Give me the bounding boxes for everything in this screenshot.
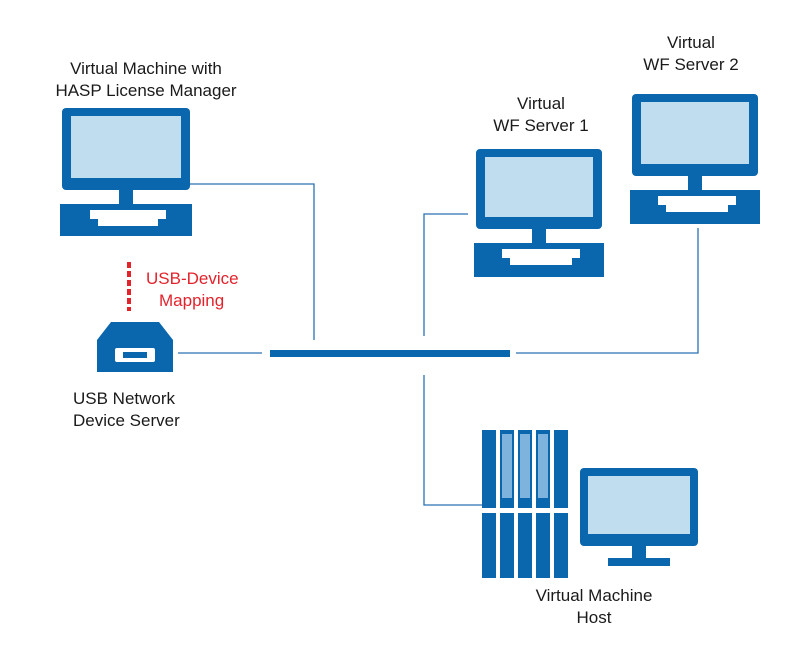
desktop-computer-icon <box>474 149 604 277</box>
usb-server-label-line2: Device Server <box>73 411 180 430</box>
link-host <box>423 375 482 506</box>
link-wf1 <box>423 213 468 336</box>
vm-license-label-line1: Virtual Machine with <box>70 59 222 78</box>
wf2-label: Virtual WF Server 2 <box>643 32 738 76</box>
wf2-label-line2: WF Server 2 <box>643 55 739 74</box>
desktop-computer-icon <box>630 94 760 224</box>
host-label-line2: Host <box>576 608 612 627</box>
connection-lines <box>178 183 699 506</box>
host-label-line1: Virtual Machine <box>535 586 653 605</box>
wf1-label-line2: WF Server 1 <box>493 116 589 135</box>
desktop-computer-icon <box>60 108 192 236</box>
usb-mapping-label-line1: USB-Device <box>146 269 239 288</box>
usb-server-label: USB Network Device Server <box>73 388 180 432</box>
vm-license-label-line2: HASP License Manager <box>55 81 237 100</box>
host-label: Virtual Machine Host <box>536 585 653 629</box>
wf1-label: Virtual WF Server 1 <box>493 93 588 137</box>
usb-server-label-line1: USB Network <box>73 389 176 408</box>
usb-mapping-label-line2: Mapping <box>159 291 225 310</box>
link-wf2 <box>516 228 699 354</box>
link-vm-license <box>190 183 315 340</box>
wf1-label-line1: Virtual <box>517 94 565 113</box>
wf2-label-line1: Virtual <box>667 33 715 52</box>
server-rack-with-monitor-icon <box>482 430 698 578</box>
network-bus <box>270 350 510 357</box>
usb-mapping-label: USB-Device Mapping <box>146 268 239 312</box>
vm-license-label: Virtual Machine with HASP License Manage… <box>55 58 236 102</box>
usb-device-server-icon <box>97 322 173 372</box>
